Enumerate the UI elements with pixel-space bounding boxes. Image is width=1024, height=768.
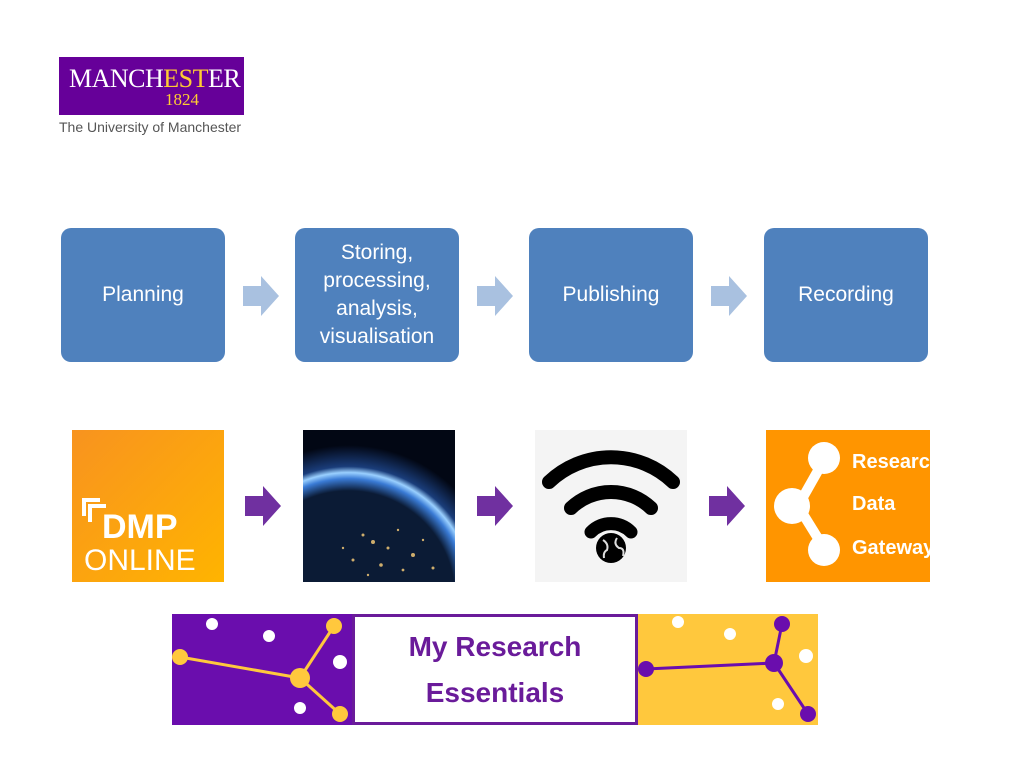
wifi-globe-icon — [535, 430, 687, 582]
gateway-line3: Gateway — [852, 537, 930, 559]
banner-title-box: My Research Essentials — [352, 614, 638, 725]
logo-subtitle: The University of Manchester — [59, 119, 242, 135]
my-research-essentials-banner: My Research Essentials — [172, 614, 818, 725]
logo-wordmark: MANCHESTER — [69, 64, 241, 93]
online-text: ONLINE — [84, 544, 196, 577]
gateway-line2: Data — [852, 493, 896, 515]
step-label: Recording — [798, 283, 894, 306]
right-arrow-icon — [711, 276, 747, 316]
research-data-gateway-tile: Research Data Gateway — [766, 430, 930, 582]
right-arrow-icon — [709, 486, 745, 526]
banner-left-graphic — [172, 614, 352, 725]
right-arrow-icon — [477, 276, 513, 316]
university-logo: MANCHESTER 1824 — [59, 57, 244, 115]
banner-line1: My Research — [408, 630, 582, 662]
share-icon: Research Data Gateway — [766, 430, 930, 582]
banner-line2: Essentials — [425, 676, 565, 708]
dmp-text: DMP — [102, 508, 178, 546]
right-arrow-icon — [243, 276, 279, 316]
logo-year: 1824 — [165, 90, 199, 109]
right-arrow-icon — [477, 486, 513, 526]
step-label: Planning — [102, 283, 184, 306]
step-label: Publishing — [562, 283, 660, 306]
dmp-online-tile: DMP ONLINE — [72, 430, 224, 582]
gateway-line1: Research — [852, 451, 930, 473]
step-label: Storing, processing, analysis, visualisa… — [319, 241, 435, 348]
dmp-logo-icon — [82, 498, 106, 522]
step-planning: Planning — [61, 228, 225, 362]
banner-right-graphic — [638, 614, 818, 725]
earth-night-tile — [303, 430, 455, 582]
right-arrow-icon — [245, 486, 281, 526]
step-recording: Recording — [764, 228, 928, 362]
step-storing: Storing, processing, analysis, visualisa… — [295, 228, 459, 362]
step-publishing: Publishing — [529, 228, 693, 362]
wifi-tile — [535, 430, 687, 582]
